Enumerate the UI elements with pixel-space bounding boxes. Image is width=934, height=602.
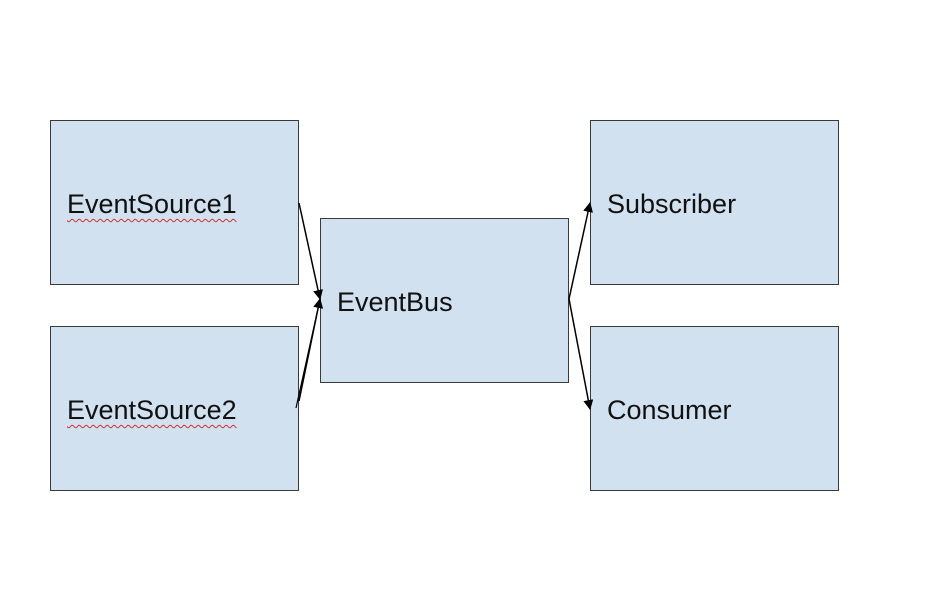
node-label-event-source-1: EventSource1 [67,189,237,219]
node-label-subscriber: Subscriber [607,189,737,219]
node-consumer[interactable]: Consumer [590,326,839,491]
node-subscriber[interactable]: Subscriber [590,120,839,285]
node-event-source-1[interactable]: EventSource1 [50,120,299,285]
node-label-event-source-2: EventSource2 [67,395,237,425]
edge-bus-to-subscriber [568,202,593,300]
edge-source2-to-bus-shadow [295,303,320,409]
node-event-bus[interactable]: EventBus [320,218,569,383]
edge-source2-to-bus [298,298,324,402]
node-label-event-bus: EventBus [337,287,453,317]
edge-source1-to-bus [298,202,323,300]
edge-bus-to-consumer [568,298,594,410]
node-event-source-2[interactable]: EventSource2 [50,326,299,491]
node-label-consumer: Consumer [607,395,732,425]
